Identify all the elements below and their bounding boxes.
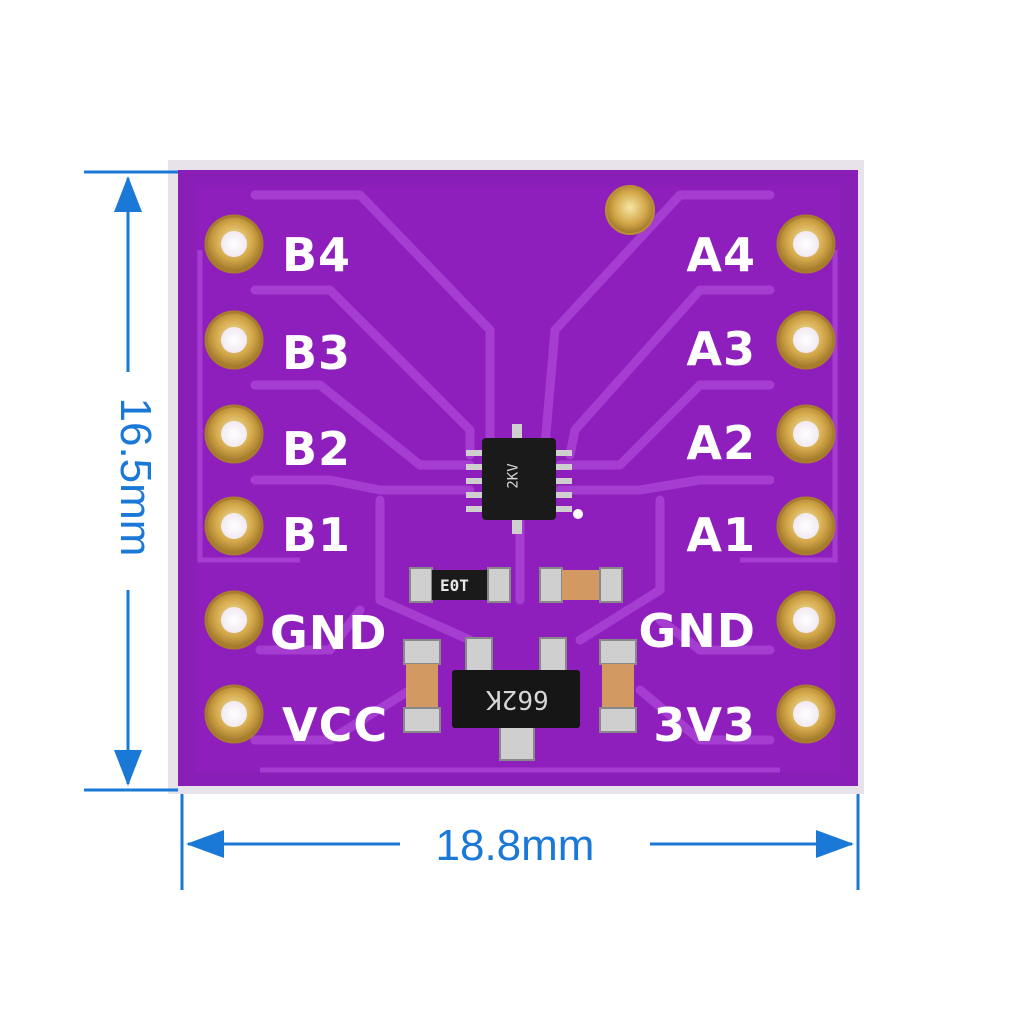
pin-label-right-2: A3 (686, 322, 756, 376)
mounting-hole-icon (221, 701, 247, 727)
mounting-hole-icon (793, 513, 819, 539)
through-hole-pad-right-2 (776, 310, 836, 370)
left-pad-column (204, 214, 264, 744)
arrowhead-icon (114, 176, 142, 212)
through-hole-pad-left-4 (204, 496, 264, 556)
capacitor-top-right (539, 567, 623, 603)
pin-label-left-6: VCC (282, 698, 389, 752)
capacitor-bottom-left (403, 639, 441, 733)
mounting-hole-icon (221, 421, 247, 447)
resistor-left (409, 567, 511, 603)
pin-label-left-1: B4 (282, 228, 352, 282)
height-dimension-label: 16.5mm (111, 397, 160, 557)
mounting-hole-icon (793, 701, 819, 727)
arrowhead-icon (114, 750, 142, 786)
through-hole-pad-left-2 (204, 310, 264, 370)
pin-label-left-3: B2 (282, 422, 352, 476)
pin-label-left-4: B1 (282, 508, 352, 562)
pin-label-left-2: B3 (282, 326, 352, 380)
fiducial-pad (605, 185, 655, 235)
through-hole-pad-left-6 (204, 684, 264, 744)
arrowhead-icon (186, 830, 224, 858)
mounting-hole-icon (793, 327, 819, 353)
main-ic (466, 424, 583, 534)
resistor-marking: E0T (440, 576, 469, 595)
regulator-marking: 662K (486, 684, 549, 714)
through-hole-pad-left-1 (204, 214, 264, 274)
arrowhead-icon (816, 830, 854, 858)
through-hole-pad-right-4 (776, 496, 836, 556)
pin-label-right-6: 3V3 (653, 698, 756, 752)
through-hole-pad-left-5 (204, 590, 264, 650)
mounting-hole-icon (793, 231, 819, 257)
pin-label-right-5: GND (638, 604, 756, 658)
mounting-hole-icon (793, 607, 819, 633)
through-hole-pad-right-6 (776, 684, 836, 744)
dimension-lines (84, 170, 860, 890)
through-hole-pad-right-5 (776, 590, 836, 650)
pin-label-right-4: A1 (686, 508, 756, 562)
pin-label-right-3: A2 (686, 416, 756, 470)
pcb-pour-outlines (197, 250, 838, 773)
mounting-hole-icon (221, 327, 247, 353)
mounting-hole-icon (221, 607, 247, 633)
mounting-hole-icon (221, 513, 247, 539)
through-hole-pad-right-1 (776, 214, 836, 274)
width-dimension-label: 18.8mm (435, 821, 595, 870)
through-hole-pad-left-3 (204, 404, 264, 464)
capacitor-bottom-right (599, 639, 637, 733)
through-hole-pad-right-3 (776, 404, 836, 464)
mounting-hole-icon (793, 421, 819, 447)
right-pad-column (776, 214, 836, 744)
voltage-regulator (452, 637, 580, 761)
pin-label-left-5: GND (270, 606, 388, 660)
pin-label-right-1: A4 (686, 228, 756, 282)
mounting-hole-icon (221, 231, 247, 257)
pcb-traces (250, 190, 775, 745)
main-ic-marking: 2KV (505, 463, 522, 489)
